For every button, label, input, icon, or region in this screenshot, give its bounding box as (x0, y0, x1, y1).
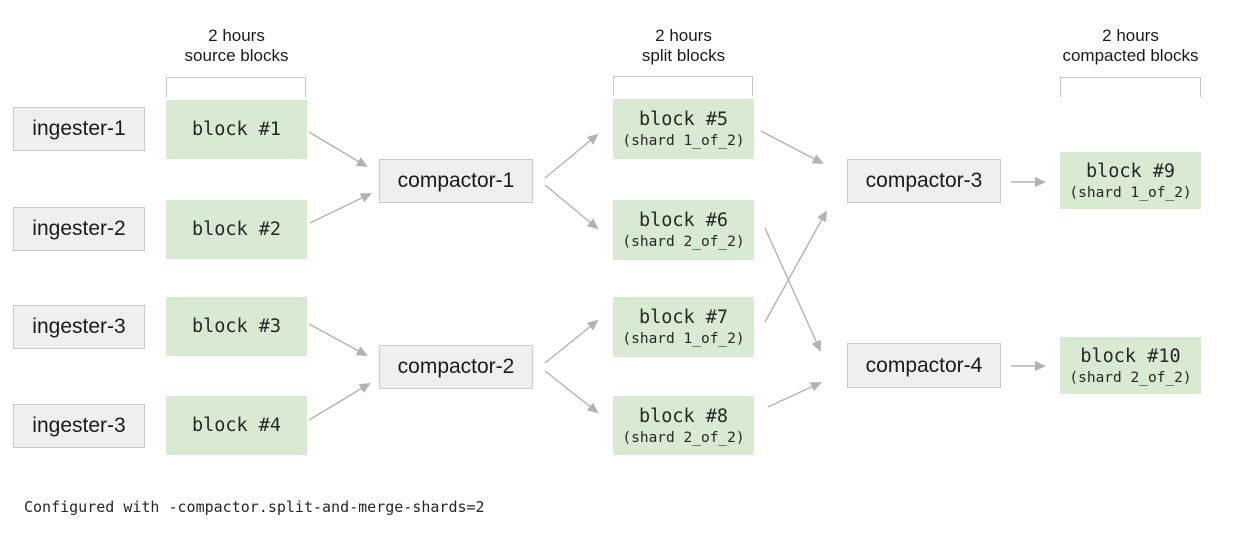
node-block-9-label: block #9 (1085, 160, 1176, 182)
arrow-block-4-to-compactor-2 (308, 382, 371, 421)
node-compactor-3: compactor-3 (847, 159, 1001, 203)
node-ingester-2-label: ingester-2 (32, 217, 126, 240)
arrow-compactor-1-to-block-6 (544, 184, 599, 230)
node-compactor-2-label: compactor-2 (397, 355, 515, 378)
node-block-8: block #8 (shard 2_of_2) (613, 396, 754, 455)
node-ingester-1: ingester-1 (13, 107, 145, 151)
node-compactor-4-label: compactor-4 (865, 353, 983, 377)
node-compactor-4: compactor-4 (847, 343, 1001, 388)
node-block-6-sublabel: (shard 2_of_2) (622, 234, 745, 250)
node-block-1: block #1 (166, 100, 307, 159)
node-ingester-2: ingester-2 (13, 207, 145, 251)
arrow-block-6-to-compactor-4 (764, 227, 821, 352)
arrow-compactor-2-to-block-8 (544, 370, 599, 414)
column-header-source-blocks-line-2: source blocks (184, 46, 289, 65)
arrow-block-1-to-compactor-1 (308, 131, 368, 168)
node-block-6: block #6 (shard 2_of_2) (613, 200, 754, 260)
node-compactor-1-label: compactor-1 (397, 169, 515, 192)
node-block-7-label: block #7 (638, 307, 729, 328)
node-block-7-sublabel: (shard 1_of_2) (622, 331, 745, 347)
node-block-3-label: block #3 (191, 316, 282, 337)
node-block-9-sublabel: (shard 1_of_2) (1069, 184, 1192, 201)
node-block-1-label: block #1 (191, 119, 282, 140)
node-compactor-1: compactor-1 (379, 159, 533, 203)
node-block-10-sublabel: (shard 2_of_2) (1069, 369, 1192, 386)
node-block-5-sublabel: (shard 1_of_2) (622, 133, 745, 149)
node-compactor-3-label: compactor-3 (865, 169, 983, 192)
node-ingester-3-second: ingester-3 (13, 404, 145, 448)
arrow-compactor-2-to-block-7 (544, 319, 599, 364)
arrow-block-2-to-compactor-1 (309, 193, 372, 224)
node-block-3: block #3 (166, 297, 307, 356)
node-block-10: block #10 (shard 2_of_2) (1060, 337, 1201, 394)
arrow-compactor-1-to-block-5 (544, 133, 599, 179)
node-compactor-2: compactor-2 (379, 345, 533, 389)
node-block-10-label: block #10 (1080, 345, 1181, 367)
node-block-5: block #5 (shard 1_of_2) (613, 99, 754, 159)
node-block-9: block #9 (shard 1_of_2) (1060, 152, 1201, 209)
node-ingester-3-label: ingester-3 (32, 315, 126, 338)
node-block-5-label: block #5 (638, 109, 729, 130)
node-block-2-label: block #2 (191, 219, 282, 240)
node-block-8-label: block #8 (638, 405, 729, 427)
arrow-block-8-to-compactor-4 (767, 382, 822, 408)
column-header-compacted-blocks-line-2: compacted blocks (1062, 46, 1199, 65)
node-block-4: block #4 (166, 396, 307, 455)
column-header-split-blocks-line-1: 2 hours (655, 26, 712, 45)
column-header-split-blocks-line-2: split blocks (641, 46, 726, 65)
column-header-source-blocks-line-1: 2 hours (208, 26, 265, 45)
node-block-4-label: block #4 (191, 415, 282, 436)
node-ingester-3-second-label: ingester-3 (32, 414, 126, 437)
node-block-6-label: block #6 (638, 210, 729, 231)
bracket-split-blocks (613, 76, 753, 96)
node-ingester-1-label: ingester-1 (32, 117, 126, 140)
arrow-block-5-to-compactor-3 (760, 130, 824, 164)
node-block-8-sublabel: (shard 2_of_2) (622, 429, 745, 446)
config-caption: Configured with -compactor.split-and-mer… (24, 498, 485, 516)
bracket-compacted-blocks (1060, 77, 1201, 97)
arrow-block-7-to-compactor-3 (764, 210, 827, 323)
node-block-2: block #2 (166, 200, 307, 259)
arrow-block-3-to-compactor-2 (308, 323, 368, 356)
column-header-compacted-blocks-line-1: 2 hours (1102, 26, 1159, 45)
node-ingester-3: ingester-3 (13, 305, 145, 349)
node-block-7: block #7 (shard 1_of_2) (613, 297, 754, 357)
bracket-source-blocks (166, 77, 306, 97)
